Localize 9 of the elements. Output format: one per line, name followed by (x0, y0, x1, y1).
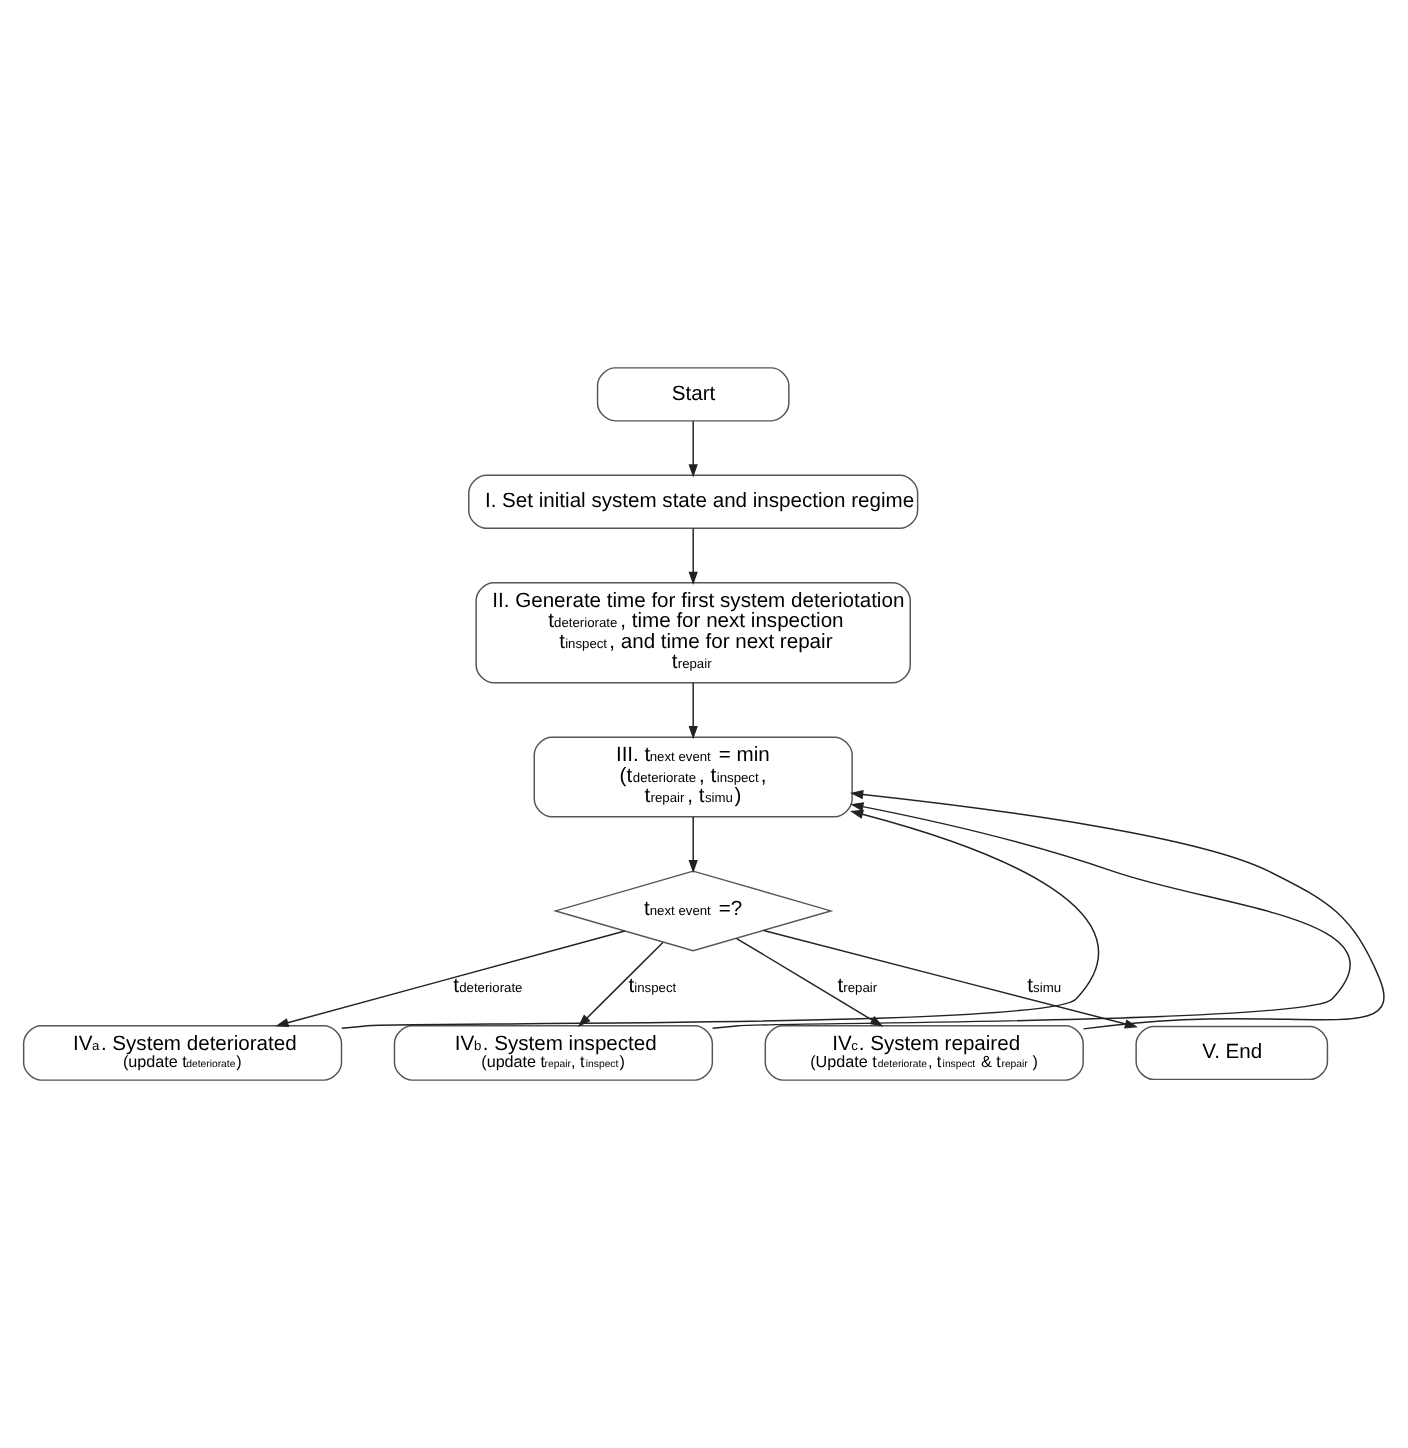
node-box: Start (596, 367, 790, 422)
arrow (688, 420, 698, 478)
arrow (688, 682, 698, 740)
arrow (688, 527, 698, 585)
arrow (577, 941, 664, 1028)
node-box: I. Set initial system state and inspection regime (468, 474, 919, 529)
arrow (275, 930, 626, 1028)
arrow (688, 816, 698, 874)
node-box: V. End (1135, 1025, 1329, 1081)
